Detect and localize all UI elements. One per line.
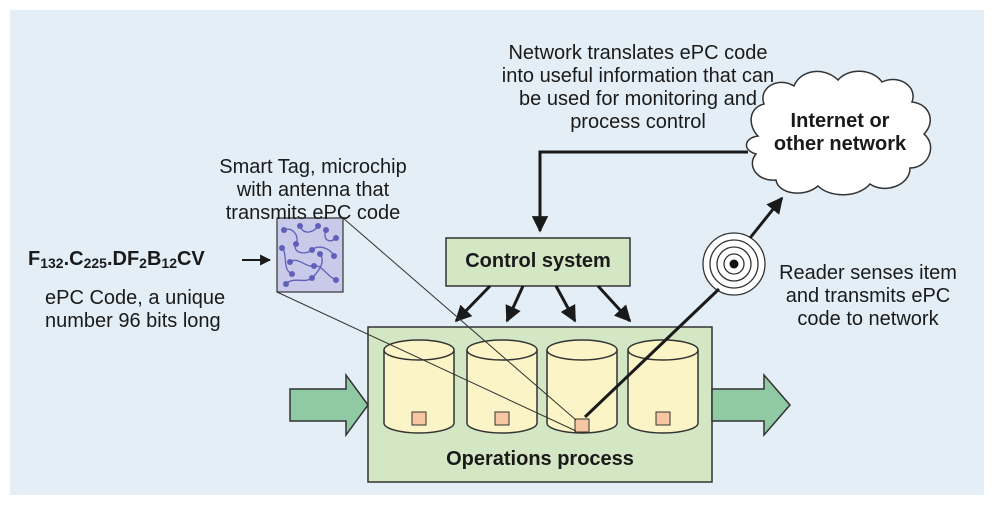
epc-code-subscript: 225 <box>83 255 107 271</box>
operations-process-label: Operations process <box>446 448 634 470</box>
control-system-box <box>445 237 631 287</box>
epc-code-subscript: 12 <box>161 255 177 271</box>
reader-note-line: Reader senses item <box>779 262 957 284</box>
epc-note: ePC Code, a unique number 96 bits long <box>45 287 225 333</box>
item-tag <box>574 418 590 433</box>
smart-tag-note-line: with antenna that <box>236 179 390 201</box>
epc-note-line: number 96 bits long <box>45 310 221 332</box>
epc-code-subscript: 132 <box>40 255 64 271</box>
cloud-label: Internet or other network <box>760 110 920 156</box>
network-note: Network translates ePC code into useful … <box>478 42 798 134</box>
process-cylinder <box>627 339 699 434</box>
tag-to-reader-line <box>583 287 721 419</box>
reader-to-network-arrow <box>748 196 784 239</box>
cloud-label-line: other network <box>773 133 907 155</box>
network-note-line: into useful information that can <box>501 65 775 87</box>
magnify-line <box>342 217 577 421</box>
reader-note: Reader senses item and transmits ePC cod… <box>772 262 964 331</box>
epc-code-part: F <box>28 248 41 270</box>
internet-cloud <box>745 70 932 196</box>
smart-tag-note-line: transmits ePC code <box>225 202 401 224</box>
input-flow-arrow <box>289 372 369 438</box>
control-arrow <box>554 285 577 323</box>
reader-note-line: code to network <box>797 308 939 330</box>
output-flow-arrow <box>711 372 791 438</box>
magnify-line <box>276 291 577 432</box>
smart-tag-chip-icon <box>276 217 344 293</box>
epc-code-part: .DF <box>106 248 140 270</box>
smart-tag-note-line: Smart Tag, microchip <box>219 156 407 178</box>
epc-note-line: ePC Code, a unique <box>45 287 226 309</box>
cloud-label-line: Internet or <box>790 110 890 132</box>
control-arrow <box>596 284 632 323</box>
reader-note-line: and transmits ePC <box>785 285 951 307</box>
network-note-line: Network translates ePC code <box>508 42 768 64</box>
control-arrow <box>454 284 492 323</box>
control-arrow <box>505 285 525 323</box>
process-cylinder <box>546 339 618 434</box>
item-tag <box>655 411 671 426</box>
reader-icon <box>702 232 766 296</box>
process-cylinder <box>383 339 455 434</box>
control-system-label: Control system <box>465 250 611 272</box>
epc-code-subscript: 2 <box>139 255 147 271</box>
smart-tag-note: Smart Tag, microchip with antenna that t… <box>198 156 428 225</box>
epc-code-part: .C <box>63 248 84 270</box>
network-note-line: process control <box>570 111 706 133</box>
network-to-control-arrow <box>531 150 748 233</box>
epc-code-part: CV <box>176 248 205 270</box>
epc-code-part: B <box>146 248 162 270</box>
network-note-line: be used for monitoring and <box>519 88 757 110</box>
item-tag <box>494 411 510 426</box>
item-tag <box>411 411 427 426</box>
epc-code: F132.C225.DF2B12CV <box>28 248 205 275</box>
